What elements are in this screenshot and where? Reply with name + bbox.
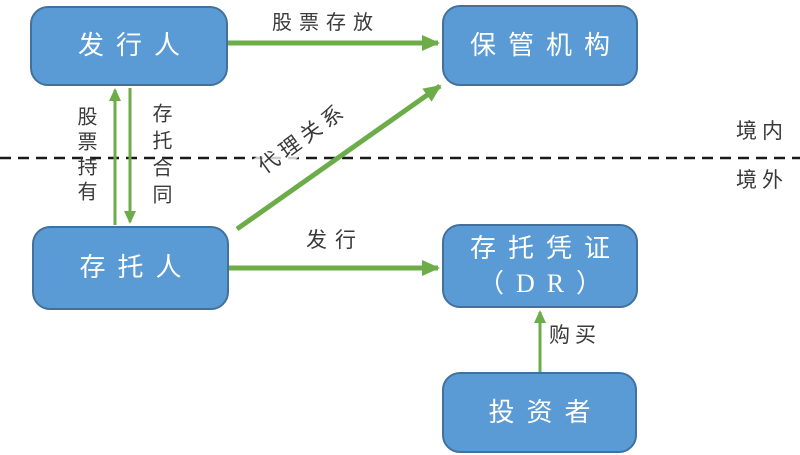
node-dr-label-line2: （DR） bbox=[477, 269, 615, 298]
node-custodian-label: 保管机构 bbox=[469, 30, 622, 60]
node-issuer-label: 发行人 bbox=[77, 31, 192, 61]
edge-label-holding: 股票持有 bbox=[74, 106, 96, 206]
node-depositary: 存托人 bbox=[32, 226, 229, 310]
node-investor-label: 投资者 bbox=[488, 397, 603, 427]
node-custodian: 保管机构 bbox=[442, 5, 638, 86]
edge-label-deposit: 股票存放 bbox=[272, 12, 380, 34]
region-label-domestic: 境内 bbox=[736, 119, 788, 143]
edge-label-contract: 存托合同 bbox=[149, 103, 171, 211]
edge-label-agency: 代理关系 bbox=[251, 96, 355, 182]
node-depositary-label: 存托人 bbox=[79, 253, 194, 283]
node-depositary-receipt: 存托凭证 （DR） bbox=[442, 224, 638, 308]
edge-label-purchase: 购买 bbox=[549, 323, 601, 347]
node-dr-label-line1: 存托凭证 bbox=[469, 233, 622, 263]
region-label-overseas: 境外 bbox=[736, 168, 788, 192]
edge-label-issue: 发行 bbox=[306, 228, 364, 252]
node-issuer: 发行人 bbox=[30, 6, 228, 86]
node-investor: 投资者 bbox=[442, 372, 637, 453]
